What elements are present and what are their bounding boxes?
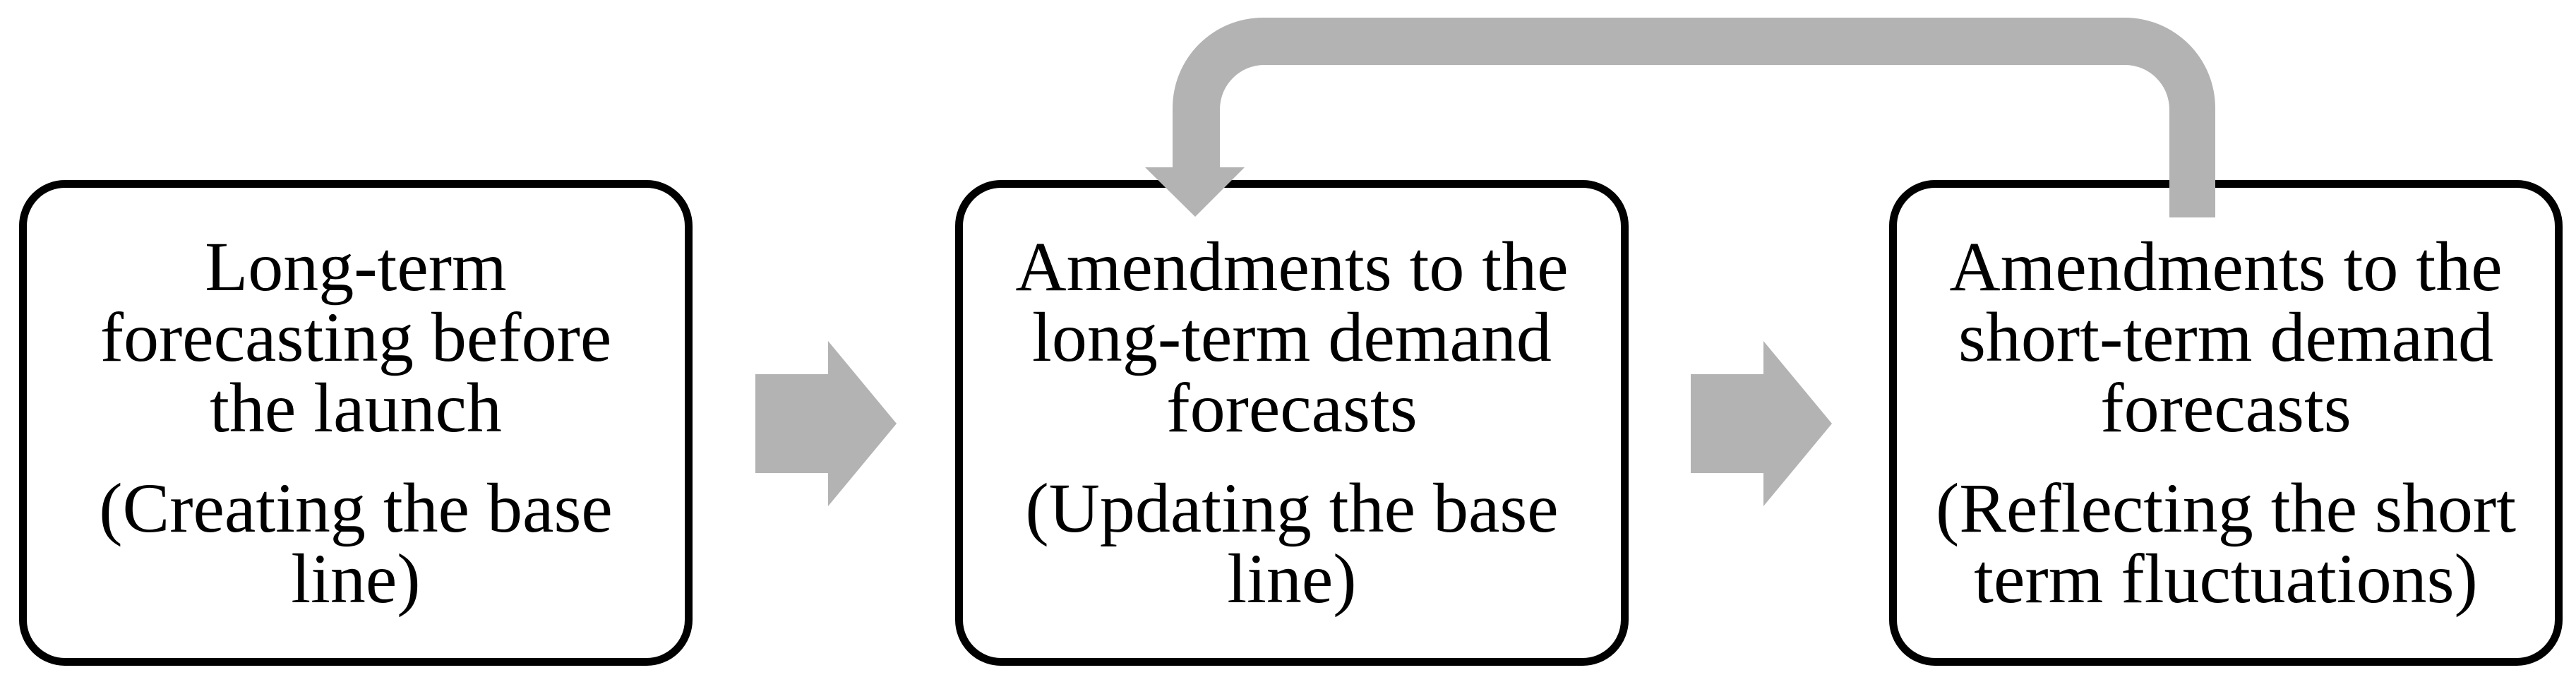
loop-back-arrow-icon	[1145, 18, 2215, 217]
box2-subtitle: (Updating the base line)	[1025, 469, 1559, 618]
box1-title: Long-term forecasting before the launch	[100, 227, 612, 447]
box-long-term-forecasting: Long-term forecasting before the launch …	[19, 180, 693, 666]
arrow-box2-to-box3	[1691, 341, 1832, 506]
right-arrow-icon	[755, 341, 897, 506]
right-arrow-icon	[1691, 341, 1832, 506]
box2-title: Amendments to the long-term demand forec…	[1015, 227, 1569, 447]
box3-subtitle: (Reflecting the short term fluctuations)	[1936, 469, 2516, 618]
box-amendments-short-term: Amendments to the short-term demand fore…	[1889, 180, 2563, 666]
box1-subtitle: (Creating the base line)	[99, 469, 613, 618]
arrow-box1-to-box2	[755, 341, 897, 506]
box3-title: Amendments to the short-term demand fore…	[1949, 227, 2503, 447]
box-amendments-long-term: Amendments to the long-term demand forec…	[955, 180, 1629, 666]
